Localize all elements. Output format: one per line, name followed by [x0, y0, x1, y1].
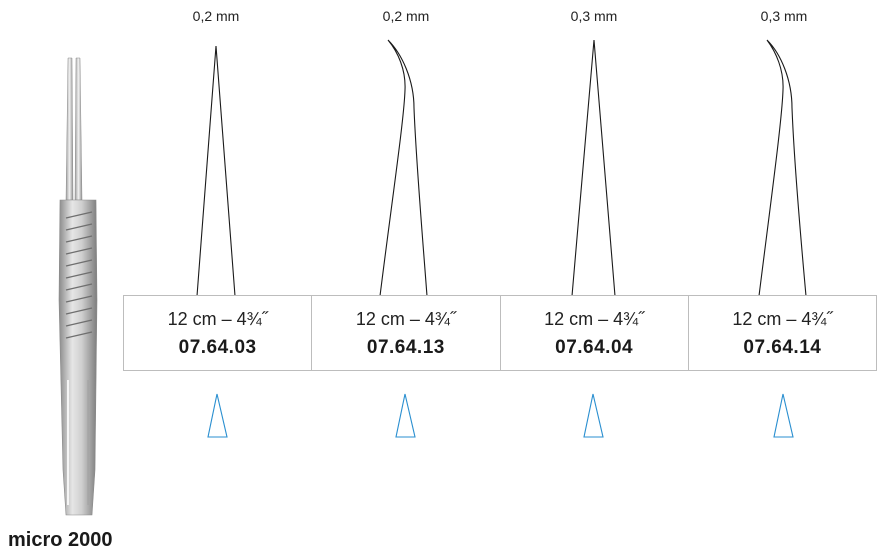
- tip-outline-straight: [196, 45, 236, 297]
- spec-cell: 12 cm – 4¾˝ 07.64.03: [124, 296, 311, 370]
- article-number: 07.64.14: [743, 337, 822, 358]
- tip-outline-curved: [758, 39, 807, 297]
- spec-table: 12 cm – 4¾˝ 07.64.03 12 cm – 4¾˝ 07.64.1…: [123, 295, 877, 371]
- article-number: 07.64.13: [366, 337, 445, 358]
- tip-width-label: 0,3 mm: [760, 8, 808, 24]
- product-title: micro 2000: [8, 529, 113, 551]
- spec-cell: 12 cm – 4¾˝ 07.64.14: [687, 296, 876, 370]
- triangle-marker-icon: [207, 393, 228, 438]
- length-value: 12 cm – 4¾˝: [544, 309, 645, 329]
- triangle-marker-icon: [583, 393, 604, 438]
- length-value: 12 cm – 4¾˝: [167, 309, 268, 329]
- triangle-marker-icon: [773, 393, 794, 438]
- article-number: 07.64.03: [178, 337, 257, 358]
- forceps-grip: [65, 211, 93, 339]
- length-value: 12 cm – 4¾˝: [732, 309, 833, 329]
- triangle-marker-icon: [395, 393, 416, 438]
- tip-width-label: 0,2 mm: [382, 8, 430, 24]
- spec-cell: 12 cm – 4¾˝ 07.64.13: [311, 296, 499, 370]
- tip-outline-curved: [379, 39, 428, 297]
- tip-width-label: 0,3 mm: [570, 8, 618, 24]
- spec-cell: 12 cm – 4¾˝ 07.64.04: [499, 296, 688, 370]
- forceps-photo: [58, 57, 98, 516]
- tip-outline-straight: [571, 39, 616, 297]
- article-number: 07.64.04: [555, 337, 634, 358]
- length-value: 12 cm – 4¾˝: [355, 309, 456, 329]
- tip-width-label: 0,2 mm: [192, 8, 240, 24]
